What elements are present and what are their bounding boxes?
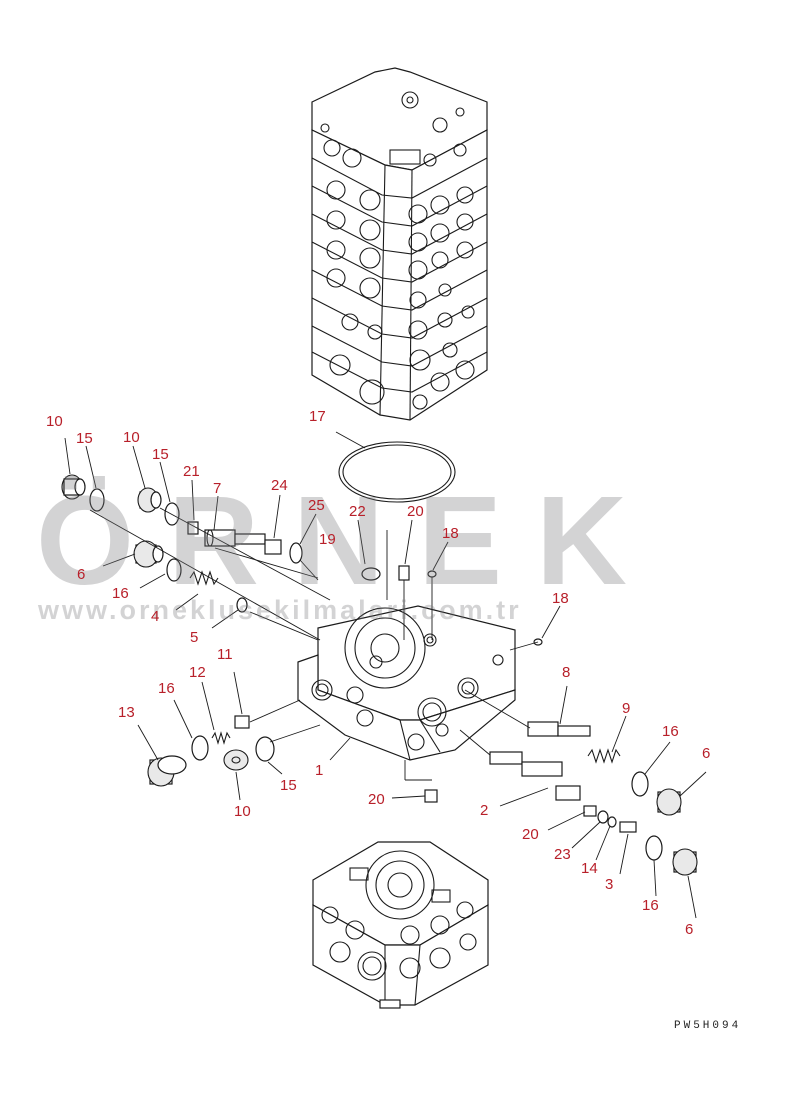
- part-5: [236, 597, 248, 613]
- callout-16: 16: [158, 680, 175, 697]
- part-oring-15a: [89, 488, 105, 512]
- part-plug-10a: [61, 474, 86, 500]
- part-spring-12: [211, 731, 231, 745]
- callout-8: 8: [562, 664, 571, 681]
- callout-16: 16: [112, 585, 129, 602]
- part-10c: [223, 749, 249, 771]
- callout-10: 10: [123, 429, 140, 446]
- part-spool-8: [527, 721, 591, 737]
- part-spring-9: [587, 748, 621, 764]
- callout-13: 13: [118, 704, 135, 721]
- part-spring-4: [189, 570, 219, 586]
- part-24: [264, 539, 282, 555]
- callout-19: 19: [319, 531, 336, 548]
- callout-21: 21: [183, 463, 200, 480]
- callout-6: 6: [77, 566, 86, 583]
- part-19: [361, 567, 381, 581]
- drawing-code: PW5H094: [674, 1020, 742, 1032]
- callout-3: 3: [605, 876, 614, 893]
- callout-5: 5: [190, 629, 199, 646]
- callout-22: 22: [349, 503, 366, 520]
- part-21: [187, 521, 199, 535]
- callout-6: 6: [702, 745, 711, 762]
- callout-17: 17: [309, 408, 326, 425]
- part-14: [607, 816, 617, 828]
- callout-16: 16: [642, 897, 659, 914]
- callout-15: 15: [280, 777, 297, 794]
- part-oring-16a: [166, 558, 182, 582]
- part-spool-7: [204, 529, 266, 547]
- callout-1: 1: [315, 762, 324, 779]
- part-3: [619, 821, 637, 833]
- valve-body-1: [297, 605, 516, 761]
- callout-18: 18: [552, 590, 569, 607]
- callout-11: 11: [217, 646, 233, 663]
- callout-10: 10: [234, 803, 251, 820]
- callout-20: 20: [368, 791, 385, 808]
- watermark-logo: ÖRNEK: [36, 470, 662, 611]
- callout-12: 12: [189, 664, 206, 681]
- part-oring-16b: [191, 735, 209, 761]
- callout-2: 2: [480, 802, 489, 819]
- callout-9: 9: [622, 700, 631, 717]
- watermark-url: www.orneklusekilmalari.com.tr: [38, 595, 522, 625]
- part-plug-13: [147, 755, 187, 787]
- callout-23: 23: [554, 846, 571, 863]
- part-20c: [583, 805, 597, 817]
- callout-15: 15: [76, 430, 93, 447]
- callout-14: 14: [581, 860, 598, 877]
- lower-valve-section: [312, 841, 489, 1009]
- valve-stack-assembly: [311, 67, 488, 421]
- callout-leader-lines: [64, 431, 707, 919]
- part-11: [234, 715, 250, 729]
- callout-20: 20: [407, 503, 424, 520]
- callout-15: 15: [152, 446, 169, 463]
- part-spool-2: [489, 751, 581, 801]
- part-23: [597, 810, 609, 824]
- part-plug-6c: [672, 848, 698, 876]
- callout-20: 20: [522, 826, 539, 843]
- callout-10: 10: [46, 413, 63, 430]
- part-plug-10b: [137, 487, 162, 513]
- callout-16: 16: [662, 723, 679, 740]
- callout-4: 4: [151, 608, 160, 625]
- part-20b: [424, 789, 438, 803]
- o-ring-17: [338, 441, 456, 503]
- callout-18: 18: [442, 525, 459, 542]
- assembly-axis-lines: [89, 507, 539, 781]
- part-oring-25: [289, 542, 303, 564]
- callout-6: 6: [685, 921, 694, 938]
- part-oring-15c: [255, 736, 275, 762]
- callout-24: 24: [271, 477, 288, 494]
- callout-7: 7: [213, 480, 222, 497]
- callout-25: 25: [308, 497, 325, 514]
- part-oring-16c: [631, 771, 649, 797]
- part-oring-16d: [645, 835, 663, 861]
- part-plug-6b: [656, 788, 682, 816]
